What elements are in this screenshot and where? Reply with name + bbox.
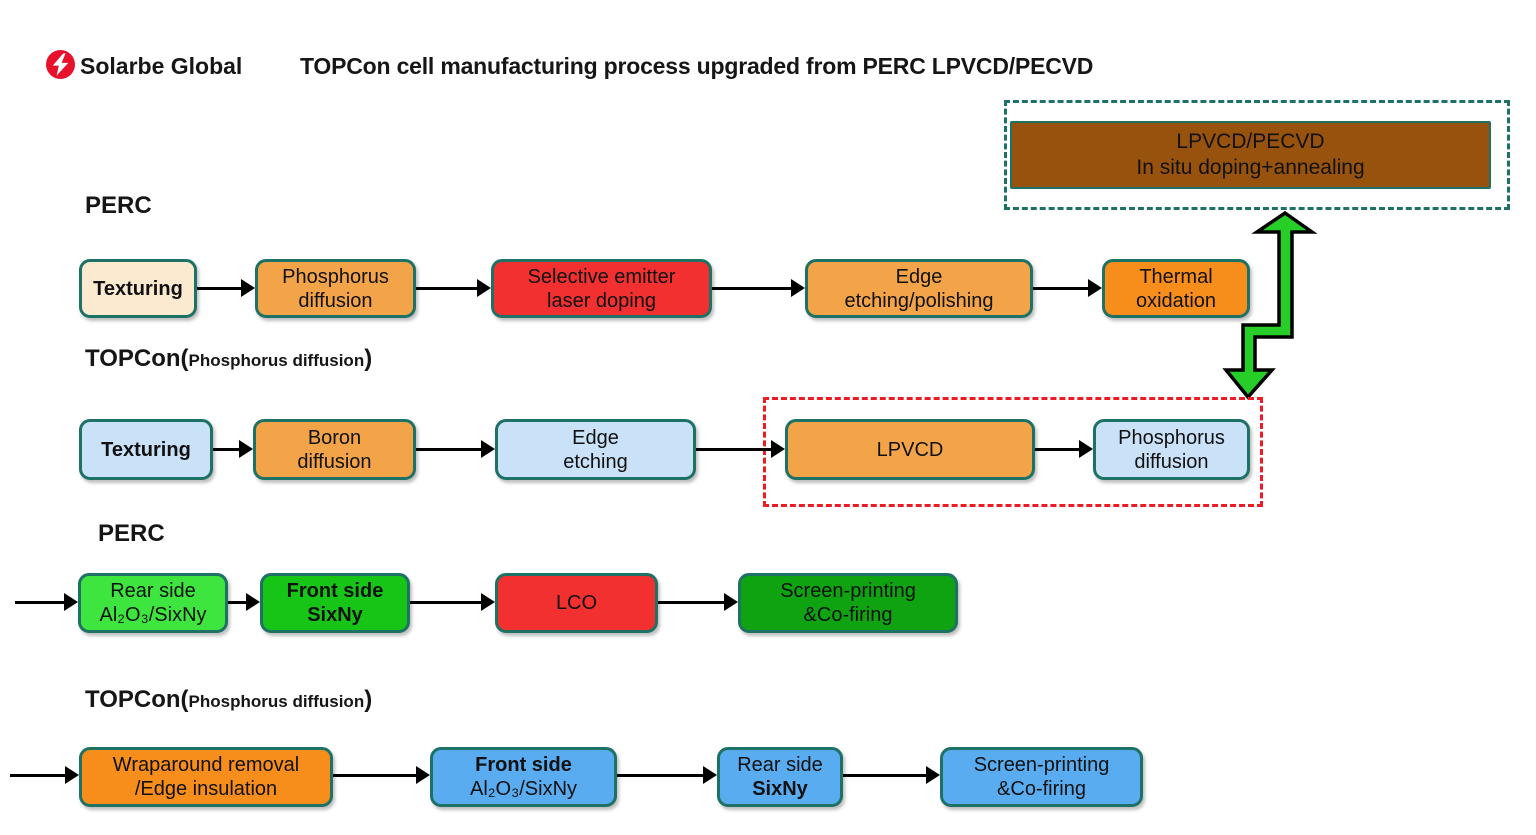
process-box-phosphorus-diffusion-perc: Phosphorus diffusion bbox=[255, 259, 416, 318]
process-box-wraparound-removal-edge-insulation: Wraparound removal /Edge insulation bbox=[79, 747, 333, 807]
flow-arrow bbox=[617, 766, 717, 784]
flow-arrow bbox=[333, 766, 430, 784]
process-box-screen-printing-cofiring-topcon: Screen-printing &Co-firing bbox=[940, 747, 1143, 807]
section-label-topcon-front: TOPCon(Phosphorus diffusion) bbox=[85, 345, 373, 372]
flow-arrow bbox=[213, 440, 253, 458]
flow-arrow bbox=[1035, 440, 1093, 458]
process-box-edge-etching-polishing: Edge etching/polishing bbox=[805, 259, 1033, 318]
lpcvd-pecvd-callout-frame bbox=[1004, 100, 1510, 210]
process-box-thermal-oxidation: Thermal oxidation bbox=[1102, 259, 1250, 318]
process-box-lpvcd: LPVCD bbox=[785, 419, 1035, 480]
flow-arrow bbox=[1033, 279, 1102, 297]
brand-name: Solarbe Global bbox=[80, 53, 243, 79]
solarbe-logo-icon bbox=[46, 50, 75, 79]
section-label-perc-rear: PERC bbox=[98, 520, 165, 547]
process-box-texturing-perc: Texturing bbox=[79, 259, 197, 318]
process-box-phosphorus-diffusion-topcon: Phosphorus diffusion bbox=[1093, 419, 1250, 480]
flow-arrow bbox=[416, 440, 495, 458]
flow-arrow bbox=[197, 279, 255, 297]
flow-arrow bbox=[228, 593, 260, 611]
process-box-lpvcd-pecvd-insitu: LPVCD/PECVD In situ doping+annealing bbox=[1010, 121, 1491, 189]
flow-arrow bbox=[410, 593, 495, 611]
process-box-rear-side-sixny-topcon: Rear side SixNy bbox=[717, 747, 843, 807]
process-box-screen-printing-cofiring-perc: Screen-printing &Co-firing bbox=[738, 573, 958, 633]
flow-arrow bbox=[10, 766, 79, 784]
flow-arrow bbox=[416, 279, 491, 297]
flow-arrow bbox=[843, 766, 940, 784]
process-box-edge-etching: Edge etching bbox=[495, 419, 696, 480]
flow-arrow bbox=[696, 440, 785, 458]
section-label-perc-front: PERC bbox=[85, 192, 152, 219]
section-label-topcon-rear: TOPCon(Phosphorus diffusion) bbox=[85, 686, 373, 713]
process-box-lco: LCO bbox=[495, 573, 658, 633]
lpvcd-phosphorus-highlight-frame bbox=[763, 397, 1263, 507]
process-box-boron-diffusion: Boron diffusion bbox=[253, 419, 416, 480]
flow-arrow bbox=[712, 279, 805, 297]
process-box-texturing-topcon: Texturing bbox=[79, 419, 213, 480]
process-box-selective-emitter-laser-doping: Selective emitter laser doping bbox=[491, 259, 712, 318]
process-box-front-side-al2o3-sixny-topcon: Front side Al₂O₃/SixNy bbox=[430, 747, 617, 807]
process-box-rear-side-al2o3-sixny-perc: Rear side Al₂O₃/SixNy bbox=[78, 573, 228, 633]
flow-arrow bbox=[15, 593, 78, 611]
flow-arrow bbox=[658, 593, 738, 611]
page-title: TOPCon cell manufacturing process upgrad… bbox=[300, 53, 1094, 79]
process-box-front-side-sixny-perc: Front side SixNy bbox=[260, 573, 410, 633]
